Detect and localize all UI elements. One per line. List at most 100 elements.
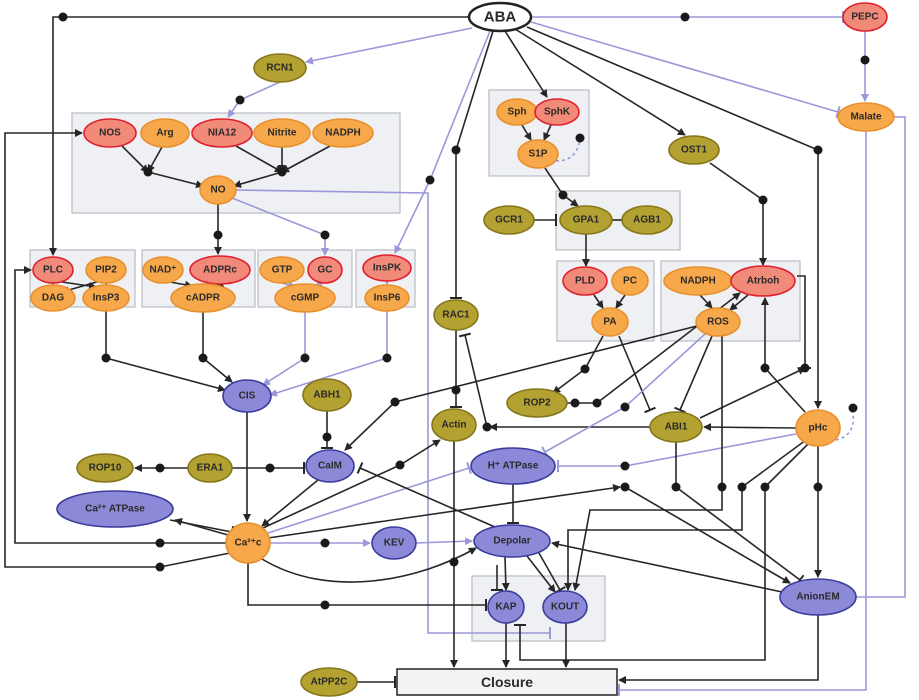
activation-edge [281,145,331,173]
inhibition-edge [674,335,713,414]
node-rop10[interactable]: ROP10 [76,453,134,483]
node-label: InsPK [373,263,402,274]
node-gpa1[interactable]: GPA1 [559,205,613,235]
node-caatpase[interactable]: Ca²⁺ ATPase [56,490,174,528]
node-actin[interactable]: Actin [431,408,477,442]
node-sph[interactable]: Sph [496,98,538,126]
node-nos[interactable]: NOS [83,118,137,148]
node-caim[interactable]: CaIM [305,449,355,483]
activation-edge [615,294,626,309]
node-shape [305,449,355,483]
node-shape [225,522,271,564]
node-shape [199,175,237,205]
node-nadph2[interactable]: NADPH [663,266,733,296]
node-agb1[interactable]: AGB1 [621,205,673,235]
node-gcr1[interactable]: GCR1 [483,205,535,235]
node-shape [795,409,841,447]
node-gc[interactable]: GC [307,256,343,284]
node-cac[interactable]: Ca²⁺c [225,522,271,564]
node-abh1[interactable]: ABH1 [302,378,352,412]
node-ros[interactable]: ROS [695,307,741,337]
node-anionem[interactable]: AnionEM [779,578,857,616]
node-rac1[interactable]: RAC1 [433,299,479,331]
junction-dot [680,12,690,22]
node-s1p[interactable]: S1P [517,139,559,169]
node-depolar[interactable]: Depolar [473,524,551,558]
node-label: CIS [239,391,256,402]
node-label: ABI1 [665,422,688,433]
node-nadph1[interactable]: NADPH [312,118,374,148]
node-shape [621,205,673,235]
node-label: ROP2 [523,398,551,409]
node-dag[interactable]: DAG [30,284,76,312]
node-pld[interactable]: PLD [562,266,608,296]
activation-edge [552,335,604,394]
node-insp6[interactable]: InsP6 [364,284,410,312]
node-label: KEV [384,538,405,549]
junction-dot [382,353,392,363]
node-pip2[interactable]: PIP2 [85,256,127,284]
node-label: Actin [442,420,467,431]
node-plc[interactable]: PLC [32,256,74,284]
node-shape [300,667,358,697]
junction-dot [758,195,768,205]
node-pa[interactable]: PA [591,307,629,337]
node-shape [76,453,134,483]
node-aba[interactable]: ABA [467,1,533,33]
node-rcn1[interactable]: RCN1 [253,53,307,83]
node-nad[interactable]: NAD⁺ [142,256,184,284]
node-hatpase[interactable]: H⁺ ATPase [470,447,556,485]
node-no[interactable]: NO [199,175,237,205]
node-malate[interactable]: Malate [837,102,895,132]
node-kev[interactable]: KEV [371,526,417,560]
junction-dot [813,145,823,155]
node-closure[interactable]: Closure [396,668,618,696]
node-nitrite[interactable]: Nitrite [253,118,311,148]
node-nia12[interactable]: NIA12 [191,118,253,148]
junction-dot [320,538,330,548]
junction-dot [449,557,459,567]
node-abi1[interactable]: ABI1 [649,411,703,443]
node-atpp2c[interactable]: AtPP2C [300,667,358,697]
node-gtp[interactable]: GTP [259,256,305,284]
junction-dot [155,538,165,548]
activation-edge [147,171,204,189]
node-inspk[interactable]: InsPK [362,254,412,282]
node-shape [364,284,410,312]
node-cis[interactable]: CIS [222,379,272,413]
activation-edge [564,439,807,591]
junction-dot [620,482,630,492]
node-label: NIA12 [208,128,237,139]
activation-edge [14,266,228,544]
junction-dot [760,482,770,492]
node-arg[interactable]: Arg [140,118,190,148]
node-rop2[interactable]: ROP2 [506,388,568,418]
node-label: NOS [99,128,121,139]
node-label: InsP6 [374,293,401,304]
node-phc[interactable]: pHc [795,409,841,447]
node-adprc[interactable]: ADPRc [189,255,251,285]
node-kout[interactable]: KOUT [542,590,588,624]
node-kap[interactable]: KAP [487,590,525,624]
junction-dot [592,398,602,408]
node-pc[interactable]: PC [611,266,649,296]
node-insp3[interactable]: InsP3 [82,284,130,312]
node-shape [695,307,741,337]
node-era1[interactable]: ERA1 [187,453,233,483]
node-ost1[interactable]: OST1 [668,135,720,165]
node-label: cGMP [291,293,320,304]
node-pepc[interactable]: PEPC [842,2,888,32]
junction-dot [717,482,727,492]
junction-dot [620,402,630,412]
activation-edge [415,537,473,546]
node-label: GPA1 [573,215,600,226]
node-label: Depolar [493,536,530,547]
node-atrboh[interactable]: Atrboh [730,265,796,297]
node-cgmp[interactable]: cGMP [274,283,336,313]
junction-dot [265,463,275,473]
node-sphk[interactable]: SphK [534,98,580,126]
node-cadpr[interactable]: cADPR [170,283,236,313]
node-label: GTP [272,265,293,276]
junction-dot [575,133,585,143]
